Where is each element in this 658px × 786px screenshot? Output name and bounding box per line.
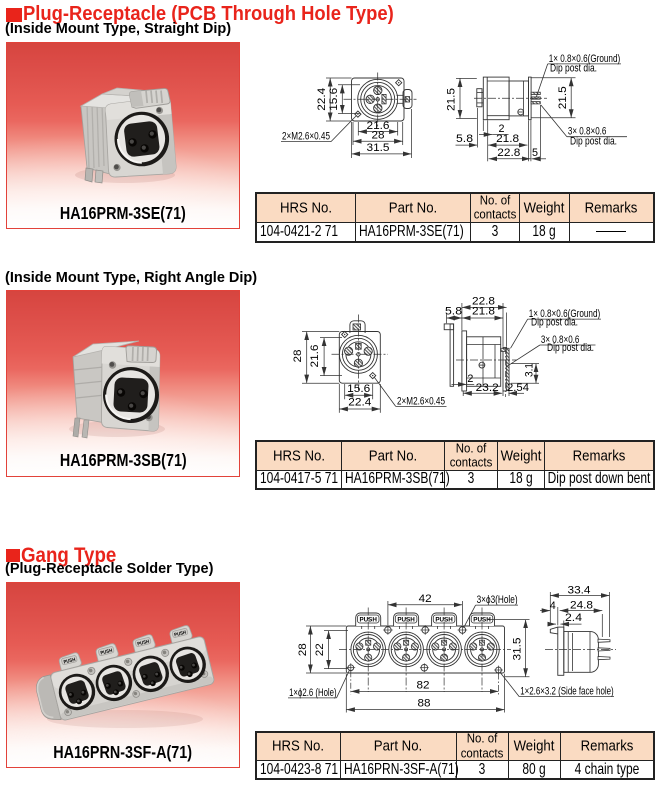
svg-text:Dip post dia.: Dip post dia. xyxy=(531,316,578,328)
svg-text:PUSH: PUSH xyxy=(473,617,491,624)
svg-text:21.8: 21.8 xyxy=(472,305,495,317)
svg-text:1×2.6×3.2 (Side face hole): 1×2.6×3.2 (Side face hole) xyxy=(520,686,614,698)
svg-text:5.8: 5.8 xyxy=(445,305,462,317)
svg-text:1× 0.8×0.6(Ground): 1× 0.8×0.6(Ground) xyxy=(529,308,601,320)
svg-text:21.6: 21.6 xyxy=(309,345,321,368)
svg-text:21.5: 21.5 xyxy=(445,88,457,111)
svg-text:3× 0.8×0.6: 3× 0.8×0.6 xyxy=(541,334,580,346)
svg-text:28: 28 xyxy=(297,643,309,656)
svg-text:1× 0.8×0.6(Ground): 1× 0.8×0.6(Ground) xyxy=(549,53,621,65)
svg-text:21.8: 21.8 xyxy=(496,133,519,145)
svg-text:88: 88 xyxy=(418,698,431,710)
svg-text:31.5: 31.5 xyxy=(367,142,390,154)
svg-text:PUSH: PUSH xyxy=(359,617,377,624)
svg-text:2×M2.6×0.45: 2×M2.6×0.45 xyxy=(397,395,445,407)
svg-text:21.5: 21.5 xyxy=(557,86,569,109)
svg-text:22.8: 22.8 xyxy=(472,296,495,308)
svg-text:5: 5 xyxy=(532,147,538,159)
svg-text:PUSH: PUSH xyxy=(63,656,77,665)
svg-text:23.2: 23.2 xyxy=(476,382,499,394)
svg-text:PUSH: PUSH xyxy=(397,617,415,624)
svg-text:22.4: 22.4 xyxy=(316,88,328,111)
svg-text:22: 22 xyxy=(314,643,326,656)
svg-text:PUSH: PUSH xyxy=(100,647,114,656)
svg-text:28: 28 xyxy=(292,350,304,363)
svg-text:3×ϕ3(Hole): 3×ϕ3(Hole) xyxy=(477,594,518,606)
svg-text:3.1: 3.1 xyxy=(523,363,535,377)
svg-text:2×M2.6×0.45: 2×M2.6×0.45 xyxy=(282,131,330,143)
svg-text:2: 2 xyxy=(499,123,505,135)
svg-text:PUSH: PUSH xyxy=(174,629,188,638)
svg-text:3× 0.8×0.6: 3× 0.8×0.6 xyxy=(568,126,607,138)
svg-text:2.4: 2.4 xyxy=(565,612,582,624)
svg-text:4: 4 xyxy=(550,600,556,612)
svg-text:22.4: 22.4 xyxy=(348,397,371,409)
svg-text:5.8: 5.8 xyxy=(456,133,473,145)
svg-text:82: 82 xyxy=(417,679,430,691)
svg-text:31.5: 31.5 xyxy=(511,638,523,661)
svg-text:42: 42 xyxy=(419,593,432,605)
svg-text:28: 28 xyxy=(372,130,385,142)
svg-text:PUSH: PUSH xyxy=(435,617,453,624)
svg-text:2.54: 2.54 xyxy=(507,382,529,394)
svg-text:Dip post dia.: Dip post dia. xyxy=(570,135,617,147)
svg-text:PUSH: PUSH xyxy=(137,638,151,647)
svg-text:1×ϕ2.6 (Hole): 1×ϕ2.6 (Hole) xyxy=(289,687,337,699)
svg-text:22.8: 22.8 xyxy=(497,147,520,159)
svg-text:33.4: 33.4 xyxy=(568,585,591,597)
svg-text:Dip post dia.: Dip post dia. xyxy=(550,63,597,75)
svg-text:2: 2 xyxy=(467,373,473,385)
svg-text:Dip post dia.: Dip post dia. xyxy=(547,342,594,354)
svg-text:21.6: 21.6 xyxy=(367,120,390,132)
svg-text:24.8: 24.8 xyxy=(570,599,593,611)
svg-text:15.6: 15.6 xyxy=(347,383,370,395)
svg-text:15.6: 15.6 xyxy=(328,88,340,111)
